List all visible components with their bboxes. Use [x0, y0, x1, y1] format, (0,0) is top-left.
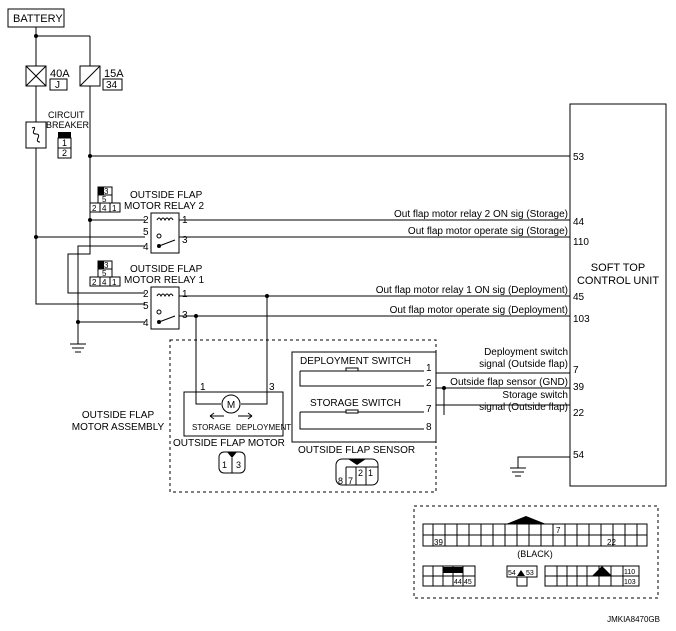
terminal-7: 7	[573, 365, 579, 376]
motor-conn-3: 3	[236, 460, 241, 470]
relay2-conn-d: 4	[102, 204, 107, 213]
control-unit-label-1: SOFT TOP	[591, 262, 645, 274]
motor-conn-1: 1	[222, 460, 227, 470]
terminal-39: 39	[573, 382, 585, 393]
control-unit-label-2: CONTROL UNIT	[577, 275, 659, 287]
relay2-conn-e: 1	[112, 204, 117, 213]
conn-110: 110	[624, 569, 635, 576]
conn-big-22: 22	[607, 538, 616, 547]
diagram-code: JMKIA8470GB	[607, 615, 660, 624]
sensor-conn-1: 1	[368, 468, 373, 478]
relay1-label-1: OUTSIDE FLAP	[130, 264, 203, 275]
sensor-pin1: 1	[426, 363, 432, 374]
terminal-45: 45	[573, 292, 585, 303]
black-connector	[422, 516, 648, 547]
relay1-pin1: 1	[182, 289, 188, 300]
circuit-breaker-symbol	[25, 121, 47, 149]
sensor-conn-8: 8	[338, 476, 343, 486]
soft-top-control-unit	[569, 103, 667, 487]
motor-m: M	[227, 400, 235, 411]
signal-7-line2: signal (Outside flap)	[479, 359, 568, 370]
relay1-pin4: 4	[143, 318, 149, 329]
relay1-conn-c: 2	[92, 278, 97, 287]
terminal-54: 54	[573, 450, 585, 461]
deployment-switch-label: DEPLOYMENT SWITCH	[300, 356, 411, 367]
relay1-conn-e: 1	[112, 278, 117, 287]
conn-big-39: 39	[434, 538, 443, 547]
conn-45: 45	[464, 579, 472, 586]
circuit-breaker-label-1: CIRCUIT	[48, 110, 85, 120]
motor-label: OUTSIDE FLAP MOTOR	[173, 438, 285, 449]
signal-44: Out flap motor relay 2 ON sig (Storage)	[394, 209, 568, 220]
relay1-conn-b: 5	[102, 269, 107, 278]
circuit-breaker-label-2: BREAKER	[46, 120, 90, 130]
circuit-breaker-pin2: 2	[62, 148, 67, 158]
motor-symbol	[221, 394, 241, 414]
signal-22-line2: signal (Outside flap)	[479, 402, 568, 413]
connector-110-103	[544, 565, 640, 587]
connector-54-53	[506, 565, 538, 587]
relay2-pin3: 3	[182, 235, 188, 246]
motor-pin1: 1	[200, 382, 206, 393]
motor-deployment-label: DEPLOYMENT	[236, 423, 291, 432]
relay2-conn-b: 5	[102, 195, 107, 204]
outside-flap-sensor	[291, 351, 437, 443]
terminal-53: 53	[573, 152, 585, 163]
motor-storage-label: STORAGE	[192, 423, 231, 432]
battery-label: BATTERY	[13, 13, 63, 25]
signal-22-line1: Storage switch	[502, 390, 568, 401]
conn-big-color: (BLACK)	[517, 549, 553, 559]
terminal-103: 103	[573, 314, 590, 325]
terminal-22: 22	[573, 408, 585, 419]
terminal-110: 110	[573, 237, 589, 248]
signal-39: Outside flap sensor (GND)	[450, 377, 568, 388]
signal-103: Out flap motor operate sig (Deployment)	[390, 305, 568, 316]
relay1-body	[150, 286, 180, 330]
sensor-conn-7: 7	[348, 476, 353, 486]
relay2-label-2: MOTOR RELAY 2	[124, 201, 204, 212]
connector-view-boundary	[413, 505, 659, 599]
relay2-pin2: 2	[143, 215, 149, 226]
fuse-40a-location: J	[55, 80, 60, 91]
relay2-conn-c: 2	[92, 204, 97, 213]
signal-110: Out flap motor operate sig (Storage)	[408, 226, 568, 237]
conn-big-7: 7	[556, 526, 561, 535]
signal-7-line1: Deployment switch	[484, 347, 568, 358]
sensor-label: OUTSIDE FLAP SENSOR	[298, 445, 415, 456]
relay1-pin2: 2	[143, 289, 149, 300]
sensor-conn-2: 2	[358, 468, 363, 478]
circuit-breaker-pin1: 1	[62, 138, 67, 148]
sensor-pin8: 8	[426, 422, 432, 433]
sensor-pin2: 2	[426, 378, 432, 389]
motor-pin3: 3	[269, 382, 275, 393]
relay1-pin5: 5	[143, 301, 149, 312]
assembly-label-2: MOTOR ASSEMBLY	[72, 422, 165, 433]
fuse-40a-rating: 40A	[50, 68, 70, 80]
fuse-15a-location: 34	[106, 80, 118, 91]
storage-switch-label: STORAGE SWITCH	[310, 398, 401, 409]
connector-44-45	[422, 565, 476, 587]
terminal-44: 44	[573, 217, 585, 228]
relay2-conn-a: 3	[104, 187, 109, 196]
conn-54: 54	[508, 570, 516, 577]
conn-44: 44	[454, 579, 462, 586]
assembly-label-1: OUTSIDE FLAP	[82, 410, 155, 421]
sensor-pin7: 7	[426, 404, 432, 415]
relay2-label-1: OUTSIDE FLAP	[130, 190, 203, 201]
fuse-15a-rating: 15A	[104, 68, 124, 80]
conn-103: 103	[624, 579, 636, 586]
relay1-conn-d: 4	[102, 278, 107, 287]
conn-53: 53	[526, 570, 534, 577]
relay2-pin5: 5	[143, 227, 149, 238]
relay1-label-2: MOTOR RELAY 1	[124, 275, 204, 286]
relay2-pin4: 4	[143, 242, 149, 253]
signal-45: Out flap motor relay 1 ON sig (Deploymen…	[376, 285, 568, 296]
relay1-conn-a: 3	[104, 261, 109, 270]
